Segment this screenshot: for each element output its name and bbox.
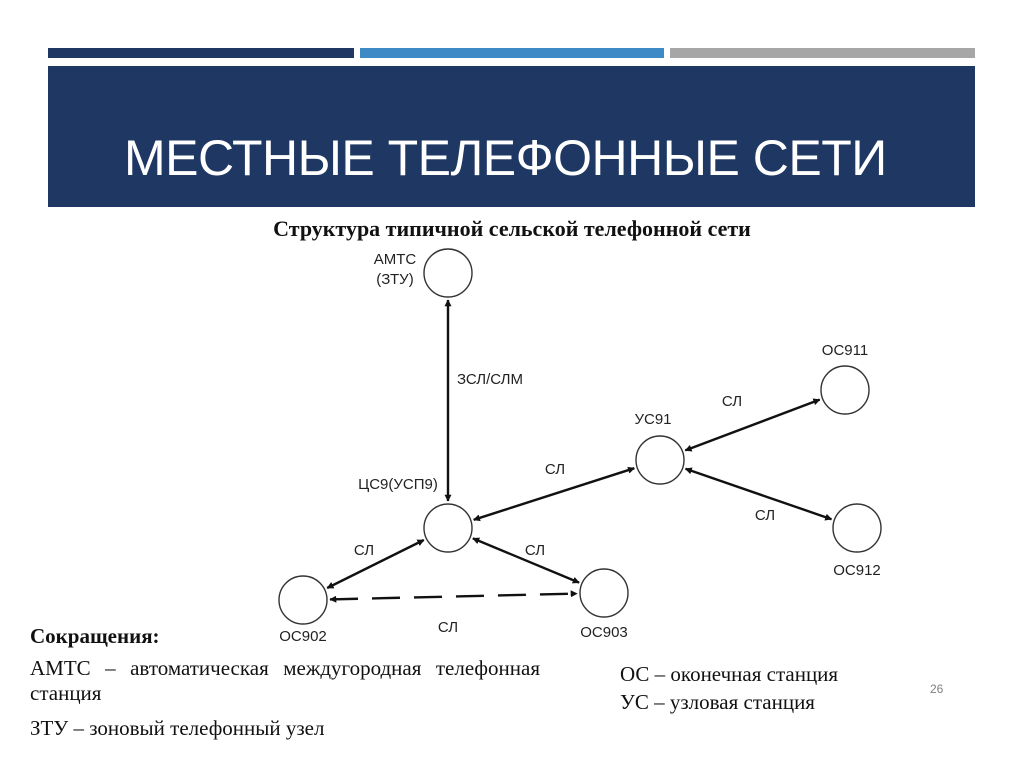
link-label-cs9-os903: СЛ: [525, 542, 545, 559]
link-label-amts-cs9: ЗСЛ/СЛМ: [457, 371, 523, 388]
link-label-us91-os911: СЛ: [722, 393, 742, 410]
node-os911: [820, 365, 870, 415]
node-label-line: УС91: [634, 411, 671, 428]
nodes-layer: [278, 248, 882, 625]
node-label-line: (ЗТУ): [376, 271, 413, 288]
link-label-us91-os912: СЛ: [755, 507, 775, 524]
abbreviation-amts: АМТС – автоматическая междугородная теле…: [30, 656, 540, 705]
link-us91-os911: [684, 398, 821, 452]
link-cs9-us91: [473, 466, 635, 522]
node-label-os902: ОС902: [279, 628, 327, 645]
accent-bar-dark: [48, 48, 354, 58]
link-os902-os903: [329, 590, 578, 603]
diagram-subtitle: Структура типичной сельской телефонной с…: [273, 216, 751, 241]
abbreviation-ztu: ЗТУ – зоновый телефонный узел: [30, 716, 325, 740]
abbreviations-left: АМТС – автоматическая междугородная теле…: [30, 656, 540, 741]
node-us91: [635, 435, 685, 485]
abbreviations-right: ОС – оконечная станция УС – узловая стан…: [620, 660, 838, 716]
link-us91-os912: [684, 467, 833, 521]
node-os912: [832, 503, 882, 553]
node-label-os911: ОС911: [822, 342, 868, 359]
page-number: 26: [930, 682, 944, 696]
node-label-os912: ОС912: [833, 562, 881, 579]
node-label-cs9: ЦС9(УСП9): [358, 476, 438, 493]
link-label-os902-os903: СЛ: [438, 619, 458, 636]
title-banner: МЕСТНЫЕ ТЕЛЕФОННЫЕ СЕТИ: [48, 66, 975, 207]
link-label-cs9-us91: СЛ: [545, 461, 565, 478]
node-label-amts: АМТС (ЗТУ): [374, 251, 417, 288]
node-label-us91: УС91: [634, 411, 671, 428]
node-label-line: ОС903: [580, 624, 628, 641]
node-label-line: ОС912: [833, 562, 881, 579]
abbreviations-heading: Сокращения:: [30, 624, 160, 648]
slide-title: МЕСТНЫЕ ТЕЛЕФОННЫЕ СЕТИ: [124, 130, 887, 186]
link-cs9-os903: [472, 537, 580, 584]
node-cs9: [423, 503, 473, 553]
node-os903: [579, 568, 629, 618]
accent-bar-gray: [670, 48, 975, 58]
node-label-line: АМТС: [374, 251, 417, 268]
link-label-cs9-os902: СЛ: [354, 542, 374, 559]
node-label-line: ЦС9(УСП9): [358, 476, 438, 493]
node-os902: [278, 575, 328, 625]
accent-bar-blue: [360, 48, 664, 58]
link-cs9-os902: [326, 538, 425, 590]
links-layer: [326, 299, 833, 603]
node-label-os903: ОС903: [580, 624, 628, 641]
node-label-line: ОС902: [279, 628, 327, 645]
node-amts: [423, 248, 473, 298]
node-label-line: ОС911: [822, 342, 868, 359]
abbreviation-os: ОС – оконечная станция: [620, 662, 839, 686]
abbreviation-us: УС – узловая станция: [620, 690, 815, 714]
